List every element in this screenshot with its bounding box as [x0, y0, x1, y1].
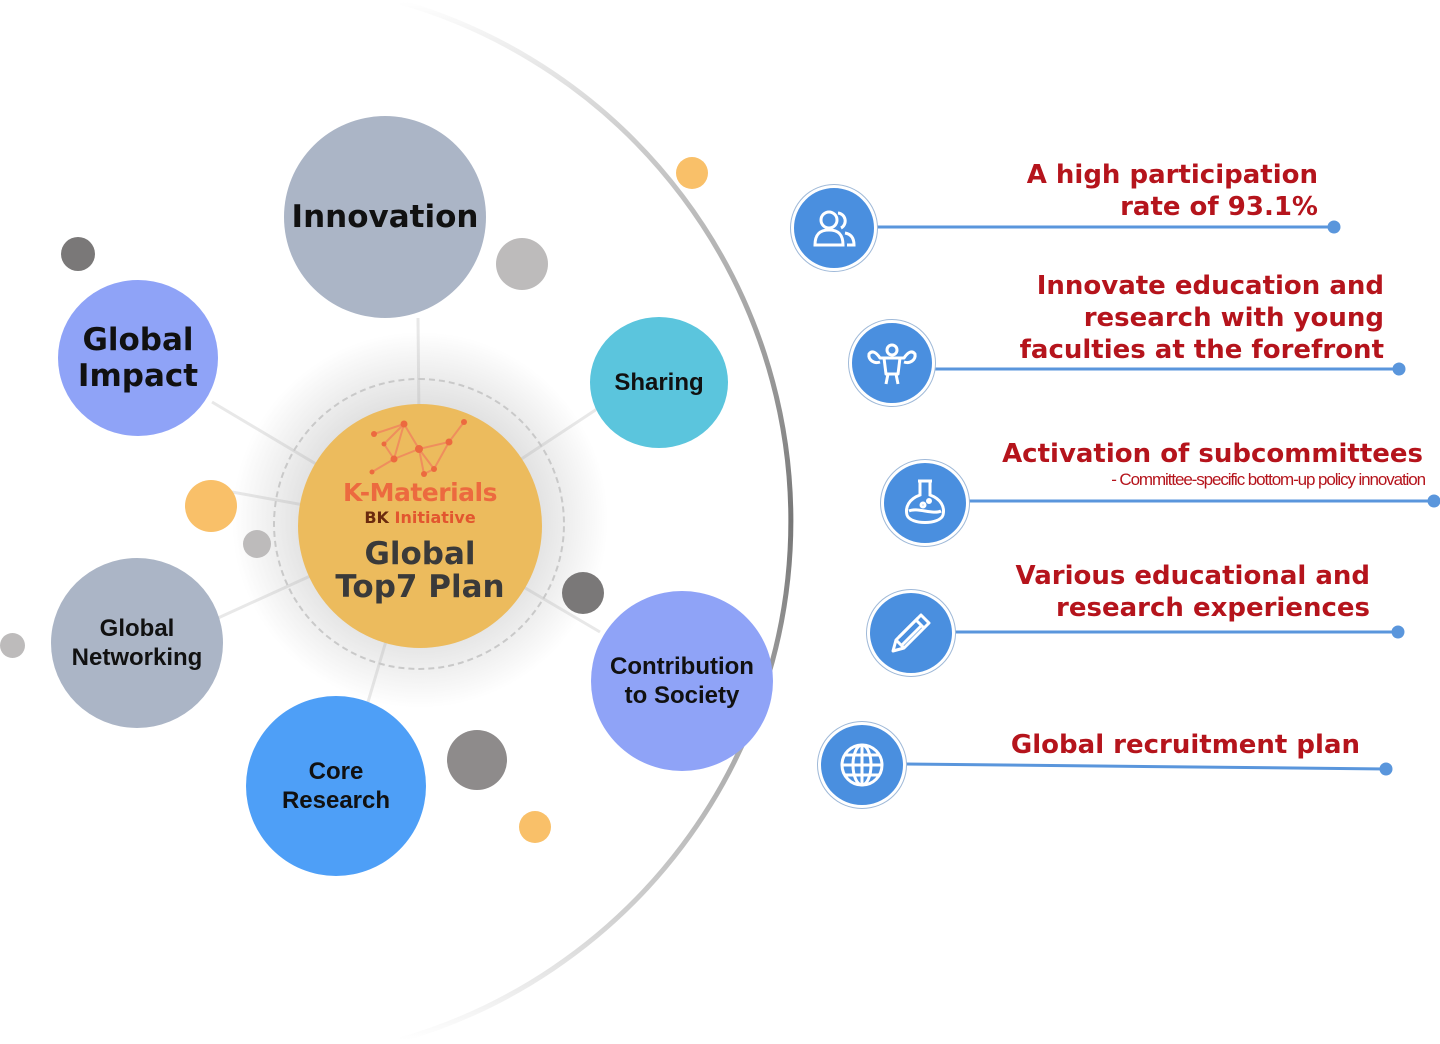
bubble-global-impact: Global Impact: [58, 280, 218, 436]
center-title-line2: Top7 Plan: [335, 569, 505, 605]
bubble-global-impact-line1: Global: [82, 322, 194, 358]
item-participation-line1: A high participation: [1026, 160, 1318, 190]
bubble-contribution-line1: Contribution: [610, 653, 754, 680]
item-participation-line2: rate of 93.1%: [1120, 192, 1318, 222]
item-participation: A high participation rate of 93.1%: [1027, 159, 1318, 223]
bubble-sharing: Sharing: [590, 317, 728, 448]
big-arc: [399, 0, 794, 1043]
brand-subtitle: BK Initiative: [298, 508, 542, 527]
item-subcommittees-sub: - Committee-specific bottom-up policy in…: [1111, 470, 1426, 489]
decor-dot: [447, 730, 507, 790]
icon-circle-faculty: [849, 320, 935, 406]
item-young-faculty-line3: faculties at the forefront: [1019, 335, 1384, 365]
item-recruitment: Global recruitment plan: [1011, 729, 1360, 761]
bubble-global-networking-line1: Global: [99, 615, 175, 642]
bubble-core-research-line2: Research: [281, 787, 391, 814]
bubble-global-networking: Global Networking: [51, 558, 223, 728]
bubble-core-research-line1: Core: [308, 758, 364, 785]
decor-dot: [185, 480, 237, 532]
bubble-global-networking-line2: Networking: [71, 644, 203, 671]
bubble-global-impact-line2: Impact: [77, 358, 199, 394]
center-dashed-ring: [273, 378, 565, 670]
people-icon: [813, 210, 856, 247]
leader-lines: [862, 220, 1440, 776]
decor-dot: [519, 811, 551, 843]
item-subcommittees: Activation of subcommittees: [1002, 438, 1423, 470]
item-recruitment-line1: Global recruitment plan: [1010, 730, 1360, 760]
pencil-icon: [891, 613, 931, 653]
globe-icon: [840, 743, 884, 787]
bubble-innovation-label: Innovation: [291, 199, 479, 235]
bubble-innovation: Innovation: [284, 116, 486, 318]
item-experiences-line2: research experiences: [1056, 593, 1370, 623]
icon-circle-subcommittee: [881, 460, 969, 546]
item-subcommittees-line1: Activation of subcommittees: [1002, 439, 1423, 469]
icon-circle-participation: [791, 185, 877, 271]
decor-dot: [61, 237, 95, 271]
decor-dot: [496, 238, 548, 290]
center-title: Global Top7 Plan: [298, 538, 542, 604]
center-circle: K-Materials BK Initiative Global Top7 Pl…: [298, 404, 542, 648]
decor-dot: [0, 633, 25, 658]
bubble-contribution-line2: to Society: [624, 682, 740, 709]
muscle-icon: [867, 343, 917, 385]
bubble-contribution-to-society: Contribution to Society: [591, 591, 773, 771]
item-young-faculty: Innovate education and research with you…: [1020, 270, 1384, 366]
network-logo-icon: [369, 419, 467, 477]
icon-circle-recruitment: [818, 722, 906, 808]
brand-subtitle-accent: Initiative: [394, 508, 476, 527]
decor-dot: [243, 530, 271, 558]
item-experiences-line1: Various educational and: [1015, 561, 1370, 591]
bubble-core-research: Core Research: [246, 696, 426, 876]
center-title-line1: Global: [364, 536, 476, 572]
item-experiences: Various educational and research experie…: [1016, 560, 1370, 624]
decor-dot: [562, 572, 604, 614]
flask-icon: [905, 479, 945, 524]
brand-subtitle-prefix: BK: [364, 508, 395, 527]
bubble-sharing-label: Sharing: [614, 368, 704, 396]
brand-name: K-Materials: [343, 478, 497, 507]
item-young-faculty-line1: Innovate education and: [1036, 271, 1384, 301]
item-young-faculty-line2: research with young: [1083, 303, 1384, 333]
decor-dot: [676, 157, 708, 189]
icon-circle-experience: [867, 590, 955, 676]
